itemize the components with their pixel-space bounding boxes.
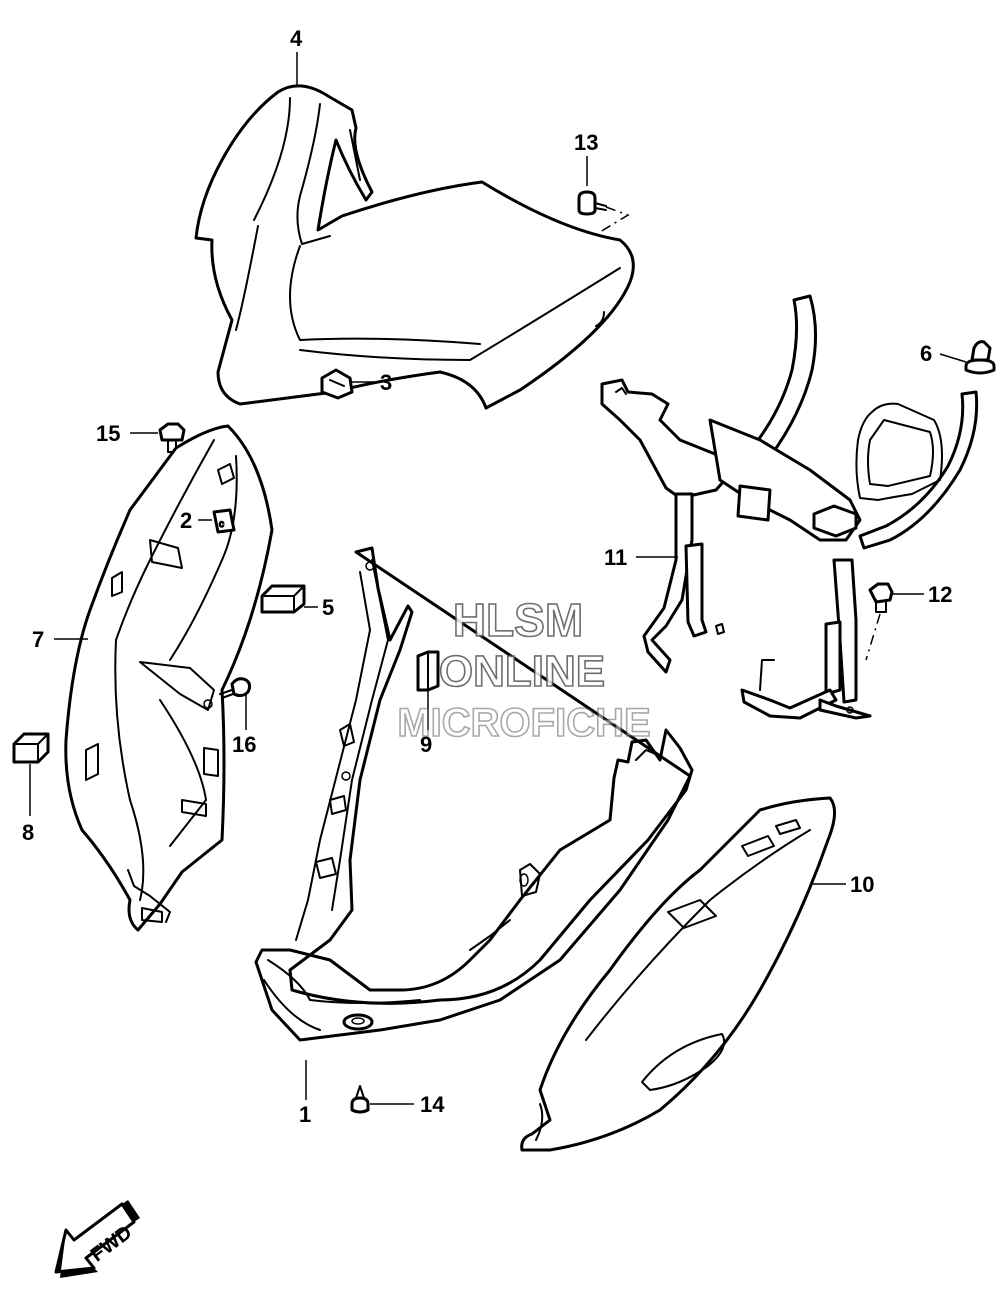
part-16-screw[interactable] [219, 677, 252, 699]
callout-labels: 1 2 3 4 5 6 7 8 9 10 11 12 13 14 15 16 [22, 26, 952, 1127]
watermark-line-1: HLSM [453, 594, 583, 646]
part-5-cushion[interactable] [260, 584, 306, 614]
svg-text:c: c [219, 519, 224, 530]
part-7-inner-panel[interactable] [64, 424, 274, 932]
fwd-arrow: FWD [54, 1200, 140, 1278]
callout-10[interactable]: 10 [850, 872, 874, 897]
leader-lines [29, 52, 967, 1105]
callout-6[interactable]: 6 [920, 341, 932, 366]
part-8-cushion[interactable] [12, 732, 50, 764]
part-6-grommet[interactable] [964, 340, 996, 375]
part-3-clip[interactable] [320, 368, 354, 400]
watermark-line-2: ONLINE [439, 647, 605, 696]
part-9-cushion[interactable] [416, 650, 440, 692]
watermark: HLSM ONLINE MICROFICHE [397, 593, 652, 746]
callout-2[interactable]: 2 [180, 508, 192, 533]
callout-4[interactable]: 4 [290, 26, 303, 51]
part-12-bolt[interactable] [868, 582, 894, 613]
part-14-screw[interactable] [350, 1085, 370, 1114]
part-15-bolt[interactable] [158, 422, 186, 453]
part-11-bracket[interactable] [600, 294, 979, 720]
callout-11[interactable]: 11 [604, 545, 627, 570]
part-2-nut[interactable]: c [212, 508, 236, 534]
callout-14[interactable]: 14 [420, 1092, 445, 1117]
callout-3[interactable]: 3 [380, 370, 392, 395]
callout-12[interactable]: 12 [928, 582, 952, 607]
part-4-front-cowl[interactable] [194, 84, 635, 410]
part-10-side-cowl[interactable] [520, 796, 836, 1152]
callout-13[interactable]: 13 [574, 130, 598, 155]
callout-8[interactable]: 8 [22, 820, 34, 845]
callout-1[interactable]: 1 [299, 1102, 311, 1127]
callout-5[interactable]: 5 [322, 595, 334, 620]
callout-15[interactable]: 15 [96, 421, 120, 446]
watermark-line-3: MICROFICHE [397, 701, 650, 745]
callout-7[interactable]: 7 [32, 627, 44, 652]
callout-16[interactable]: 16 [232, 732, 256, 757]
part-1-lower-cowl[interactable] [254, 546, 694, 1042]
callout-9[interactable]: 9 [420, 732, 432, 757]
part-13-screw[interactable] [577, 190, 607, 216]
